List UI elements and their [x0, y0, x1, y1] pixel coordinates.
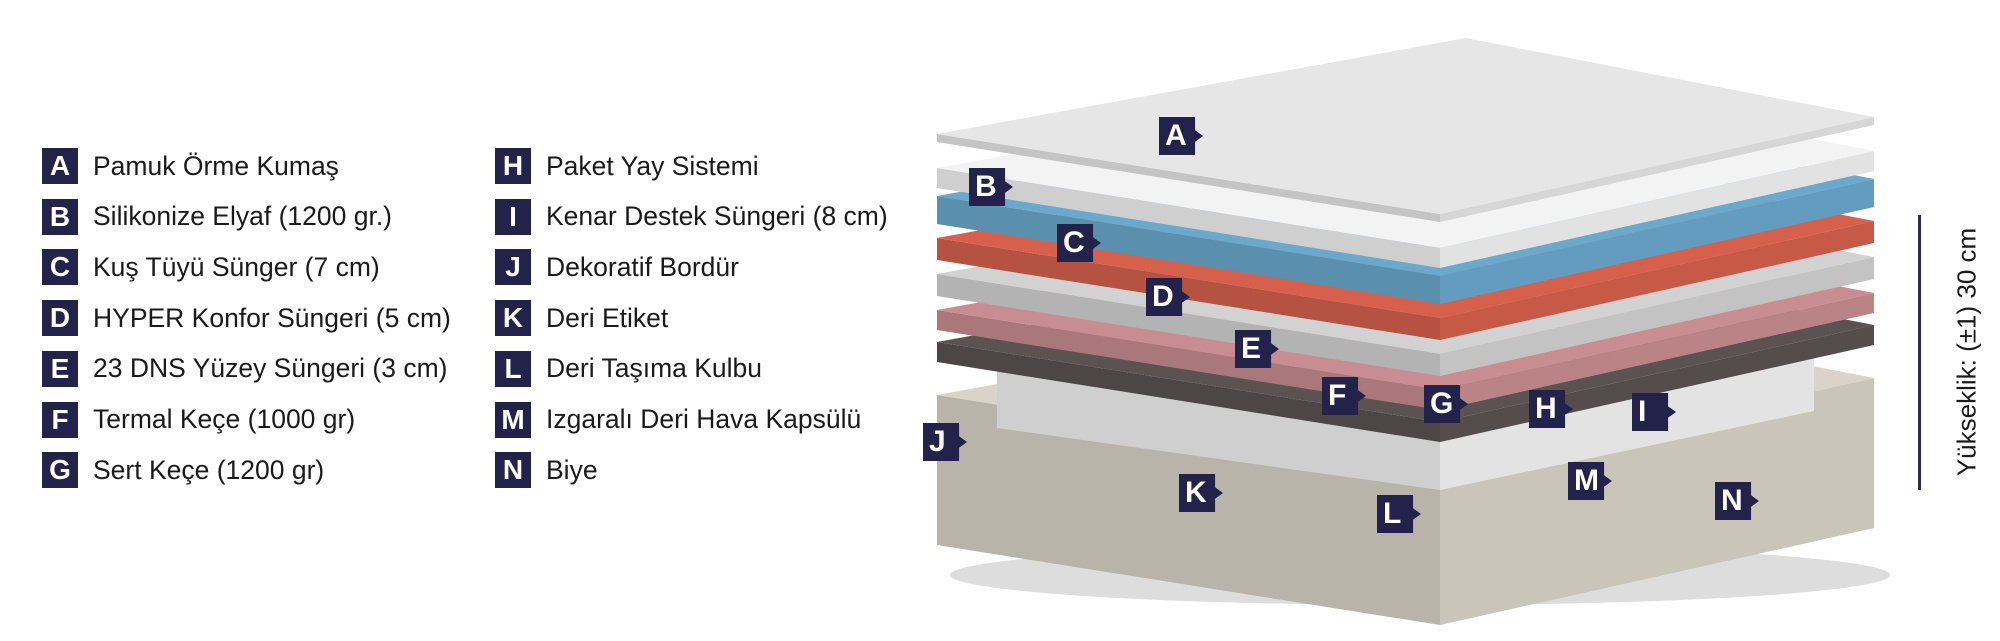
legend-key: L	[495, 350, 531, 387]
legend-label: 23 DNS Yüzey Süngeri (3 cm)	[93, 353, 448, 384]
legend-key: B	[42, 198, 78, 235]
legend-key: C	[42, 249, 78, 286]
dark-felt-layer-front	[937, 342, 1440, 442]
grey-foam-layer-front	[937, 274, 1440, 376]
legend-key: N	[495, 452, 531, 489]
legend-key: H	[495, 148, 531, 184]
fiber-layer-side	[1440, 151, 1874, 268]
legend-label: HYPER Konfor Süngeri (5 cm)	[93, 302, 451, 333]
legend-item-b: B Silikonize Elyaf (1200 gr.)	[42, 198, 393, 235]
legend-item-d: D HYPER Konfor Süngeri (5 cm)	[42, 300, 451, 337]
blue-foam-layer-front	[937, 196, 1440, 304]
legend-label: Izgaralı Deri Hava Kapsülü	[546, 404, 862, 434]
legend-item-m: M Izgaralı Deri Hava Kapsülü	[495, 401, 862, 438]
legend-label: Silikonize Elyaf (1200 gr.)	[93, 201, 393, 232]
legend-label: Deri Taşıma Kulbu	[546, 353, 763, 384]
legend-key: D	[42, 300, 78, 337]
legend-item-f: F Termal Keçe (1000 gr)	[42, 401, 356, 438]
pink-felt-layer-front	[937, 310, 1440, 410]
legend-label: Dekoratif Bordür	[546, 251, 739, 282]
legend-label: Sert Keçe (1200 gr)	[93, 454, 325, 485]
legend-key: I	[495, 198, 531, 235]
base-layer-side	[1440, 378, 1874, 625]
legend-key: J	[495, 249, 531, 286]
legend-item-l: L Deri Taşıma Kulbu	[495, 350, 763, 387]
grey-foam-layer-side	[1440, 257, 1874, 376]
legend-label: Deri Etiket	[546, 302, 669, 333]
legend-item-n: N Biye	[495, 452, 598, 489]
legend-key: F	[42, 401, 78, 438]
legend-key: M	[495, 401, 531, 438]
legend-key: E	[42, 350, 78, 387]
fabric-layer-side	[1440, 117, 1874, 222]
fiber-layer-front	[937, 168, 1440, 268]
spring-layer-side	[1440, 353, 1814, 490]
red-foam-layer-front	[937, 238, 1440, 340]
red-foam-layer-side	[1440, 221, 1874, 340]
legend-item-j: J Dekoratif Bordür	[495, 249, 739, 286]
legend-item-e: E 23 DNS Yüzey Süngeri (3 cm)	[42, 350, 448, 387]
legend-label: Kuş Tüyü Sünger (7 cm)	[93, 251, 380, 282]
height-label: Yükseklik: (±1) 30 cm	[1951, 227, 1982, 477]
legend-label: Kenar Destek Süngeri (8 cm)	[546, 201, 888, 232]
legend-item-h: H Paket Yay Sistemi	[495, 148, 759, 184]
pink-felt-layer-side	[1440, 293, 1874, 410]
legend-label: Paket Yay Sistemi	[546, 150, 759, 181]
legend-label: Pamuk Örme Kumaş	[93, 150, 339, 181]
legend-key: K	[495, 300, 531, 337]
legend-key: A	[42, 148, 78, 184]
blue-foam-layer-side	[1440, 179, 1874, 304]
legend-item-i: I Kenar Destek Süngeri (8 cm)	[495, 198, 888, 235]
height-indicator-line	[1918, 215, 1921, 490]
legend-item-k: K Deri Etiket	[495, 300, 669, 337]
spring-layer-front	[997, 370, 1440, 490]
legend-item-c: C Kuş Tüyü Sünger (7 cm)	[42, 249, 380, 286]
legend-label: Termal Keçe (1000 gr)	[93, 404, 356, 434]
fabric-layer-front	[937, 134, 1440, 222]
legend-label: Biye	[546, 454, 598, 485]
legend-item-a: A Pamuk Örme Kumaş	[42, 148, 339, 184]
legend-item-g: G Sert Keçe (1200 gr)	[42, 452, 325, 489]
fabric-layer-top	[937, 38, 1874, 214]
legend-key: G	[42, 452, 78, 489]
